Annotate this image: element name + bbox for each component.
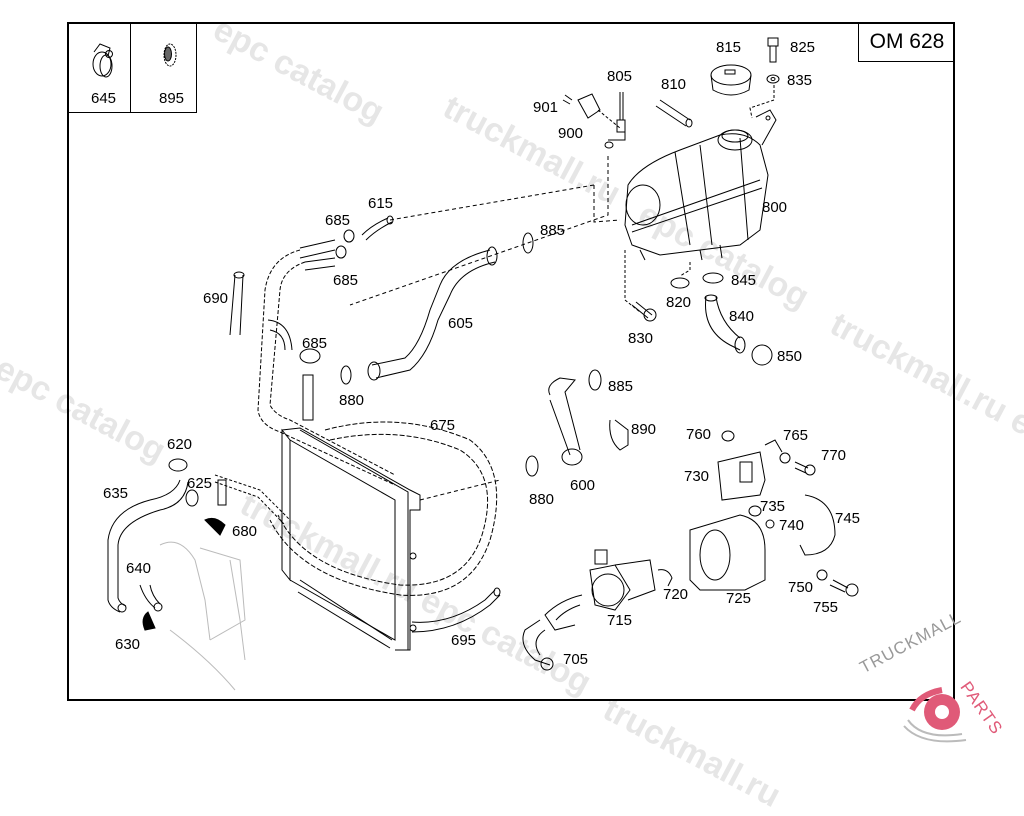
part-number-810[interactable]: 810 xyxy=(661,76,687,93)
part-number-745[interactable]: 745 xyxy=(835,510,861,527)
part-number-715[interactable]: 715 xyxy=(607,612,633,629)
part-number-800[interactable]: 800 xyxy=(762,199,788,216)
part-number-730[interactable]: 730 xyxy=(684,468,710,485)
part-number-900[interactable]: 900 xyxy=(558,125,584,142)
radiator xyxy=(281,427,421,651)
part-number-600[interactable]: 600 xyxy=(570,477,596,494)
part-number-885[interactable]: 885 xyxy=(608,378,634,395)
part-number-885[interactable]: 885 xyxy=(540,222,566,239)
legend-divider xyxy=(130,22,131,113)
water-pump xyxy=(589,549,673,611)
clip-icon xyxy=(163,43,177,67)
part-number-845[interactable]: 845 xyxy=(731,272,757,289)
part-number-770[interactable]: 770 xyxy=(821,447,847,464)
part-number-675[interactable]: 675 xyxy=(430,417,456,434)
legend-part-895[interactable]: 895 xyxy=(159,90,185,107)
part-number-640[interactable]: 640 xyxy=(126,560,152,577)
part-number-635[interactable]: 635 xyxy=(103,485,129,502)
part-number-605[interactable]: 605 xyxy=(448,315,474,332)
exploded-view-drawing xyxy=(107,37,859,691)
part-number-820[interactable]: 820 xyxy=(666,294,692,311)
part-number-620[interactable]: 620 xyxy=(167,436,193,453)
part-number-615[interactable]: 615 xyxy=(368,195,394,212)
part-number-880[interactable]: 880 xyxy=(529,491,555,508)
part-number-725[interactable]: 725 xyxy=(726,590,752,607)
tank-cap xyxy=(710,64,752,96)
part-number-625[interactable]: 625 xyxy=(187,475,213,492)
part-number-890[interactable]: 890 xyxy=(631,421,657,438)
hose-810 xyxy=(655,99,693,128)
part-number-825[interactable]: 825 xyxy=(790,39,816,56)
part-number-740[interactable]: 740 xyxy=(779,517,805,534)
diagram-frame xyxy=(67,22,955,701)
truckmall-parts-logo: TRUCKMALL PARTS xyxy=(857,608,1024,750)
part-number-690[interactable]: 690 xyxy=(203,290,229,307)
part-number-815[interactable]: 815 xyxy=(716,39,742,56)
part-number-880[interactable]: 880 xyxy=(339,392,365,409)
part-number-685[interactable]: 685 xyxy=(325,212,351,229)
part-number-765[interactable]: 765 xyxy=(783,427,809,444)
part-number-755[interactable]: 755 xyxy=(813,599,839,616)
engine-model-label: OM 628 xyxy=(858,22,955,62)
part-number-705[interactable]: 705 xyxy=(563,651,589,668)
part-number-735[interactable]: 735 xyxy=(760,498,786,515)
part-number-830[interactable]: 830 xyxy=(628,330,654,347)
part-number-850[interactable]: 850 xyxy=(777,348,803,365)
expansion-tank xyxy=(624,109,777,261)
legend-box xyxy=(67,22,197,113)
legend-part-645[interactable]: 645 xyxy=(91,90,117,107)
part-number-685[interactable]: 685 xyxy=(302,335,328,352)
part-number-630[interactable]: 630 xyxy=(115,636,141,653)
level-sensor xyxy=(562,92,626,149)
part-number-760[interactable]: 760 xyxy=(686,426,712,443)
hose-clamp-icon xyxy=(92,43,113,78)
part-number-901[interactable]: 901 xyxy=(533,99,559,116)
part-number-805[interactable]: 805 xyxy=(607,68,633,85)
part-number-835[interactable]: 835 xyxy=(787,72,813,89)
part-number-840[interactable]: 840 xyxy=(729,308,755,325)
part-number-695[interactable]: 695 xyxy=(451,632,477,649)
part-number-720[interactable]: 720 xyxy=(663,586,689,603)
part-number-685[interactable]: 685 xyxy=(333,272,359,289)
bolt-825 xyxy=(749,37,780,119)
part-number-750[interactable]: 750 xyxy=(788,579,814,596)
part-number-680[interactable]: 680 xyxy=(232,523,258,540)
